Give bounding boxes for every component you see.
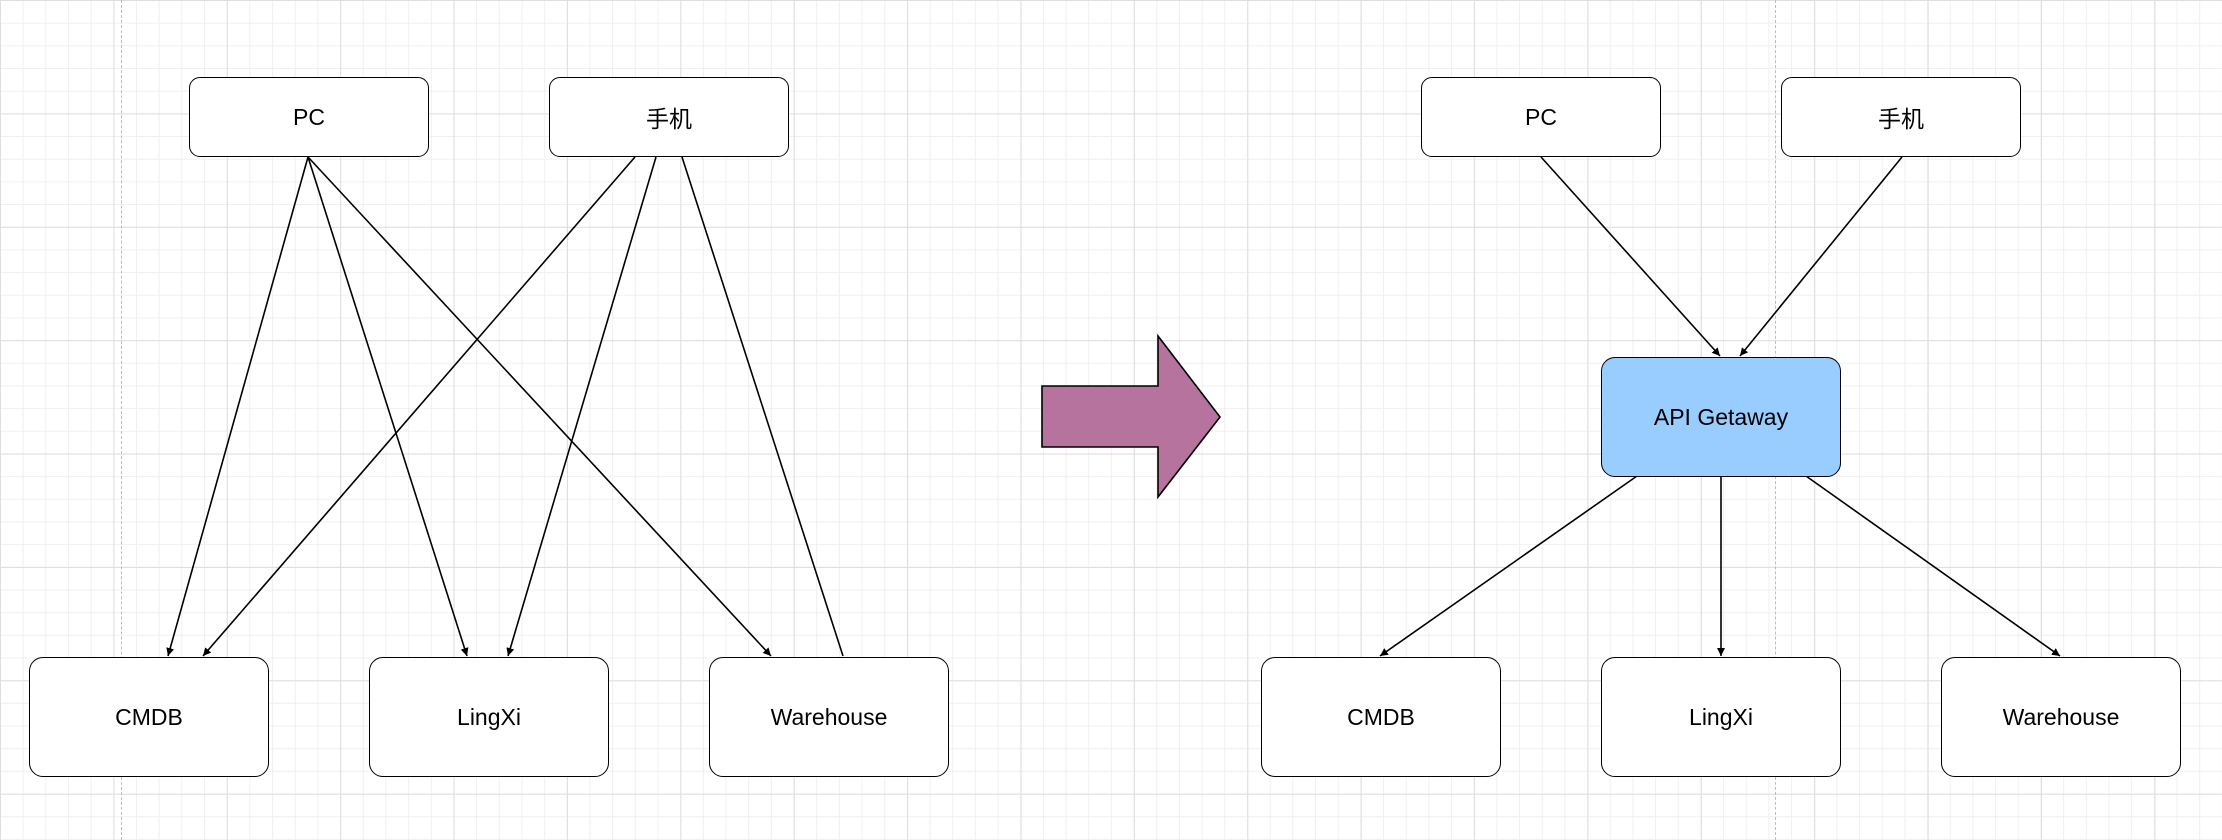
edge-mobile-warehouse: [681, 156, 844, 657]
node-warehouse-after[interactable]: Warehouse: [1941, 657, 2181, 777]
edge-mobile-cmdb: [202, 156, 636, 657]
node-pc-after[interactable]: PC: [1421, 77, 1661, 157]
edge-mobile-lingxi: [506, 156, 657, 657]
node-lingxi-before[interactable]: LingXi: [369, 657, 609, 777]
edge-gateway-cmdb: [1379, 475, 1638, 657]
node-lingxi-after[interactable]: LingXi: [1601, 657, 1841, 777]
edge-mobile-gateway: [1739, 156, 1903, 357]
node-mobile-before[interactable]: 手机: [549, 77, 789, 157]
node-pc-before[interactable]: PC: [189, 77, 429, 157]
edge-pc-lingxi: [307, 156, 469, 657]
node-cmdb-after[interactable]: CMDB: [1261, 657, 1501, 777]
edge-pc-warehouse: [307, 156, 772, 657]
edge-gateway-warehouse: [1805, 475, 2061, 657]
edge-pc-cmdb: [166, 156, 309, 657]
node-mobile-after[interactable]: 手机: [1781, 77, 2021, 157]
node-api-gateway[interactable]: API Getaway: [1601, 357, 1841, 477]
edge-pc-gateway: [1540, 156, 1721, 357]
node-warehouse-before[interactable]: Warehouse: [709, 657, 949, 777]
right-arrow-icon: [1041, 333, 1222, 500]
node-cmdb-before[interactable]: CMDB: [29, 657, 269, 777]
guide-line-left: [121, 0, 122, 840]
